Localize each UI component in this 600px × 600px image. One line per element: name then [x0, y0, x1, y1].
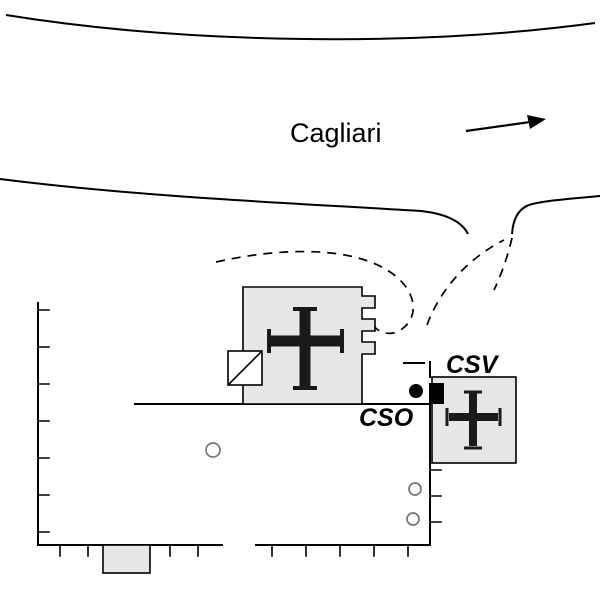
cso-site-label: CSO — [359, 404, 414, 432]
map-labels: Cagliari CSV CSO — [290, 118, 500, 432]
road-lower-line-left — [0, 178, 469, 235]
feature-circle-2 — [408, 482, 422, 496]
cso-marker-square — [429, 383, 444, 404]
dashed-track-outer-branch — [426, 239, 505, 326]
road-lower-line-right — [511, 195, 600, 235]
csv-site-label: CSV — [446, 351, 500, 379]
cso-marker-dot — [409, 384, 423, 398]
csv-cross-serifs-vertical-ends — [464, 390, 482, 450]
diagonal-square-diagonal — [227, 350, 263, 386]
dashed-track — [215, 237, 513, 335]
road-upper-line — [5, 14, 596, 41]
dashed-track-inner-loop — [215, 250, 414, 335]
site-markers — [205, 383, 444, 526]
bottom-right-and-right-wall — [255, 403, 431, 546]
feature-circle-1 — [205, 442, 221, 458]
csv-church-cross-icon — [445, 390, 502, 450]
left-wall-ticks — [37, 309, 50, 533]
bottom-right-wall-ticks — [271, 544, 409, 557]
cross-serifs-vertical-ends — [293, 307, 317, 390]
dashed-track-right-branch — [493, 237, 513, 291]
main-church-cross-icon — [267, 307, 344, 390]
bottom-left-wall-ticks — [59, 544, 199, 557]
right-wall-ticks — [429, 469, 442, 523]
csv-church — [431, 376, 517, 464]
direction-arrow-icon — [465, 115, 546, 133]
arrow-shaft — [465, 120, 531, 133]
bottom-annex-room — [102, 544, 151, 574]
cross-serifs-horizontal-ends — [267, 329, 344, 353]
city-direction-label: Cagliari — [290, 118, 382, 148]
main-church — [227, 286, 376, 405]
csv-cross-serifs-horizontal-ends — [445, 408, 502, 426]
roads — [0, 14, 600, 235]
arrow-head — [527, 115, 546, 129]
feature-circle-3 — [406, 512, 420, 526]
diagonal-square-feature — [227, 350, 263, 386]
left-and-bottom-wall — [37, 302, 223, 546]
